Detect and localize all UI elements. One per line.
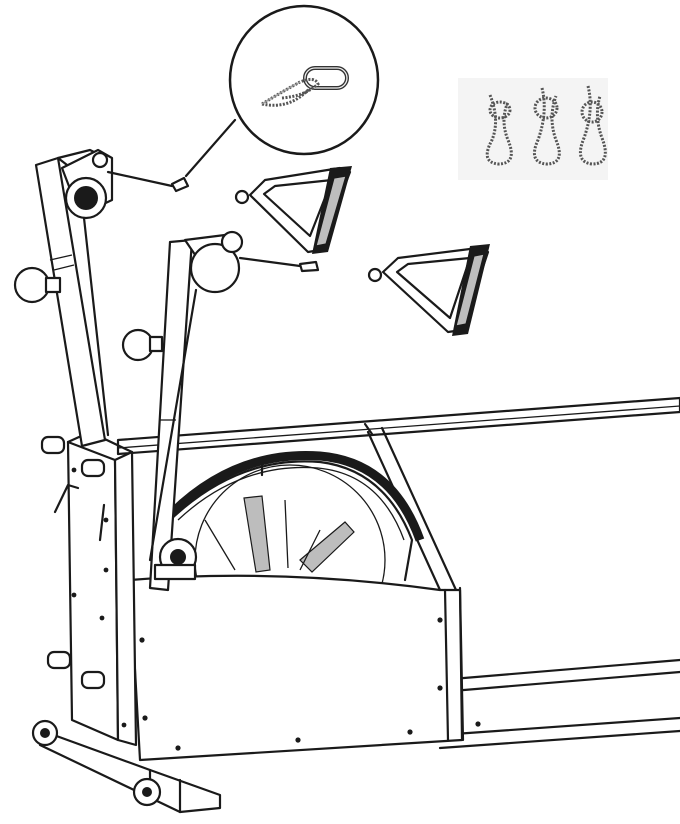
flywheel-housing (128, 574, 481, 762)
magnifier-inset-carabiner (184, 4, 380, 178)
center-cable (148, 256, 320, 562)
knot-step-1 (485, 94, 513, 166)
main-rail (116, 396, 680, 750)
knot-step-2 (532, 87, 561, 166)
flywheel (163, 451, 425, 656)
front-base-caster (31, 719, 222, 814)
knot-sequence (458, 78, 608, 180)
knot-step-3 (578, 85, 607, 166)
center-pulley (153, 230, 244, 581)
upper-handle (234, 166, 352, 254)
left-pulley (60, 148, 114, 220)
front-frame (40, 430, 138, 747)
left-cable (82, 170, 190, 437)
frame-knob (40, 435, 106, 690)
lower-handle (367, 244, 490, 336)
flywheel-vane (243, 495, 355, 573)
left-upright-post (13, 148, 112, 448)
